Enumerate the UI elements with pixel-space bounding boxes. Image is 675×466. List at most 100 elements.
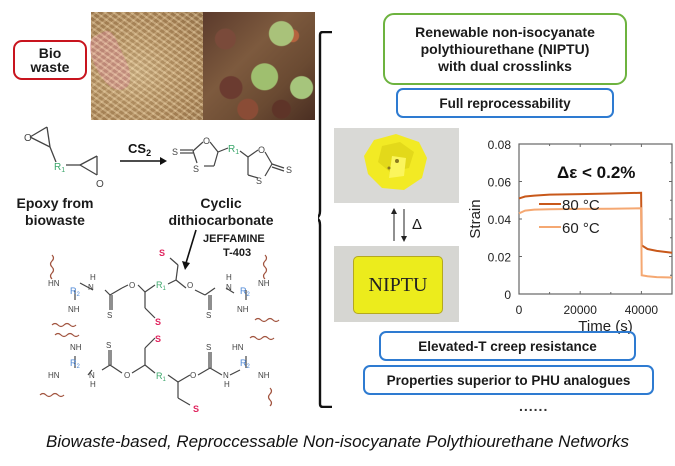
legend-label: 60 °C — [562, 220, 600, 237]
reversible-heat-arrows — [388, 207, 418, 243]
atom-hn: HN — [232, 343, 244, 352]
atom-o: O — [96, 179, 104, 190]
chart-annotation: Δε < 0.2% — [557, 163, 635, 182]
atom-o: O — [24, 133, 32, 144]
atom-nh: NH — [258, 371, 270, 380]
reaction-scheme: O O R1 Epoxy from biowaste CS2 S O S R1 … — [16, 126, 292, 414]
y-axis-label: Strain — [467, 199, 484, 238]
atom-r1: R1 — [54, 162, 65, 174]
atom-nh: NH — [70, 343, 82, 352]
niptu-feature-line1: Renewable non-isocyanate — [415, 23, 595, 40]
y-tick-label: 0.06 — [488, 176, 512, 190]
atom-r2: R2 — [240, 358, 251, 370]
atom-r2: R2 — [240, 286, 251, 298]
chart-legend: 80 °C 60 °C — [539, 197, 600, 237]
y-tick-label: 0.02 — [488, 251, 512, 265]
atom-o: O — [129, 281, 135, 290]
atom-o: O — [190, 371, 196, 380]
biowaste-label-line2: waste — [30, 59, 70, 75]
x-tick-label: 20000 — [564, 303, 598, 317]
polymer-chain-squiggles — [39, 254, 280, 407]
legend-label: 80 °C — [562, 197, 600, 214]
atom-o: O — [187, 281, 193, 290]
epoxy-label-line2: biowaste — [25, 212, 85, 228]
arrow-head-icon — [160, 157, 167, 165]
pellets-photo — [334, 128, 459, 203]
heat-symbol: Δ — [412, 216, 423, 233]
atom-r2: R2 — [70, 286, 81, 298]
niptu-feature-line3: with dual crosslinks — [438, 57, 572, 74]
atom-nh: NH — [237, 305, 249, 314]
superior-properties-box: Properties superior to PHU analogues — [363, 365, 654, 395]
creep-resistance-box: Elevated-T creep resistance — [379, 331, 636, 361]
atom-h: H — [226, 273, 232, 282]
arrow-head-icon — [182, 261, 190, 270]
chart-axes: 0 0.02 0.04 0.06 0.08 0 20000 40000 — [488, 138, 673, 317]
atom-r1: R1 — [228, 144, 239, 156]
atom-s: S — [172, 147, 178, 157]
atom-s-red: S — [155, 317, 161, 327]
atom-r1: R1 — [156, 371, 167, 383]
atom-n: N — [223, 371, 229, 380]
rice-husk-photo — [91, 12, 203, 120]
network-structure — [74, 257, 247, 406]
niptu-feature-line2: polythiourethane (NIPTU) — [420, 40, 590, 57]
atom-o: O — [124, 371, 130, 380]
more-ellipsis: ...... — [519, 398, 549, 414]
dithiocarbonate-structure — [180, 141, 285, 179]
x-axis-label: Time (s) — [578, 318, 632, 334]
figure-caption: Biowaste-based, Reproccessable Non-isocy… — [45, 432, 630, 451]
series-line-60c — [518, 207, 673, 279]
atom-o: O — [258, 145, 265, 155]
jeffamine-arrow — [185, 229, 197, 264]
product-label-line2: dithiocarbonate — [168, 212, 273, 228]
niptu-film-label: NIPTU — [353, 256, 443, 314]
arrow-up-icon — [391, 208, 397, 214]
x-tick-label: 40000 — [625, 303, 659, 317]
atom-o: O — [203, 136, 210, 146]
atom-s-red: S — [159, 248, 165, 258]
superior-properties-text: Properties superior to PHU analogues — [386, 372, 631, 388]
atom-n: N — [88, 283, 94, 292]
yellow-fragments — [364, 134, 427, 190]
atom-s: S — [256, 176, 262, 186]
reprocessability-box: Full reprocessability — [396, 88, 614, 118]
chart-lines — [518, 191, 673, 279]
epoxy-structure — [29, 126, 98, 176]
x-tick-label: 0 — [516, 303, 523, 317]
atom-h: H — [224, 380, 230, 389]
atom-r2: R2 — [70, 358, 81, 370]
atom-h: H — [90, 273, 96, 282]
biowaste-label: Bio waste — [13, 40, 87, 80]
atom-s: S — [107, 311, 112, 320]
atom-hn: HN — [48, 371, 60, 380]
film-photo: NIPTU — [334, 246, 459, 322]
y-tick-label: 0.08 — [488, 138, 512, 152]
creep-resistance-text: Elevated-T creep resistance — [418, 338, 597, 354]
atom-s: S — [106, 341, 111, 350]
atom-s: S — [206, 311, 211, 320]
product-label-line1: Cyclic — [200, 195, 241, 211]
atom-r1: R1 — [156, 280, 167, 292]
creep-chart: 0 0.02 0.04 0.06 0.08 0 20000 40000 Δε < 0.2% T… — [467, 138, 673, 334]
y-tick-label: 0.04 — [488, 213, 512, 227]
atom-n: N — [89, 371, 95, 380]
biowaste-label-line1: Bio — [38, 45, 62, 61]
atom-s-red: S — [193, 404, 199, 414]
atom-s: S — [206, 343, 211, 352]
epoxy-label-line1: Epoxy from — [16, 195, 93, 211]
niptu-feature-box: Renewable non-isocyanate polythiourethan… — [383, 13, 627, 85]
atom-s: S — [286, 165, 292, 175]
atom-s-red: S — [155, 334, 161, 344]
atom-nh: NH — [68, 305, 80, 314]
atom-h: H — [90, 380, 96, 389]
cashew-shell-photo — [203, 12, 315, 120]
atom-n: N — [226, 283, 232, 292]
reagent-cs2: CS2 — [128, 141, 151, 158]
atom-nh: NH — [258, 279, 270, 288]
amine-label-line1: JEFFAMINE — [203, 233, 265, 245]
amine-label-line2: T-403 — [223, 247, 251, 259]
y-tick-label: 0 — [504, 288, 511, 302]
series-line-80c — [518, 191, 673, 254]
arrow-down-icon — [401, 236, 407, 242]
